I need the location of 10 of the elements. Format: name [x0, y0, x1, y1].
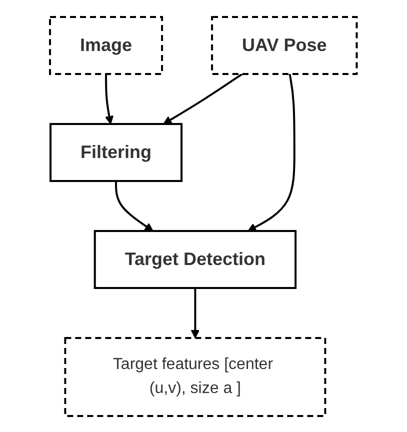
- node-box: Image: [49, 16, 164, 74]
- node-box: Target features [center (u,v), size a ]: [64, 336, 326, 416]
- arrow: [248, 73, 296, 231]
- arrow: [163, 72, 243, 124]
- node-box: UAV Pose: [211, 16, 358, 74]
- arrow: [190, 288, 200, 338]
- node-box: Target Detection: [94, 230, 297, 288]
- arrow: [115, 180, 154, 231]
- node-box: Filtering: [50, 122, 183, 182]
- arrow: [105, 74, 114, 124]
